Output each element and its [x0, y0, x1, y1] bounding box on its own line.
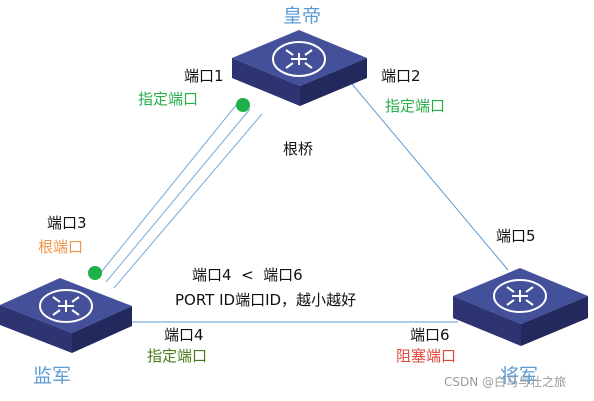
general-name: 监军	[33, 365, 72, 387]
port-compare: 端口4 < 端口6	[192, 266, 303, 284]
port3-label: 端口3	[47, 214, 87, 232]
port2-label: 端口2	[381, 67, 421, 85]
port1-role: 指定端口	[138, 90, 199, 108]
switch-commander-icon	[453, 268, 588, 346]
switch-general-icon	[0, 278, 132, 353]
port-id-rule: PORT ID端口ID，越小越好	[175, 291, 357, 309]
port6-role: 阻塞端口	[396, 347, 457, 365]
port3-role: 根端口	[38, 238, 84, 256]
watermark: CSDN @白马与壮之旅	[444, 375, 567, 389]
link-emperor-general	[97, 103, 263, 289]
port1-label: 端口1	[184, 67, 224, 85]
port4-label: 端口4	[164, 326, 204, 344]
port4-role: 指定端口	[147, 347, 208, 365]
commander-name: 将军	[500, 365, 539, 387]
link-emperor-commander	[351, 83, 509, 271]
port2-role: 指定端口	[385, 97, 446, 115]
emperor-name: 皇帝	[283, 5, 322, 27]
port3-status-dot	[88, 266, 102, 280]
port5-label: 端口5	[496, 227, 536, 245]
port1-status-dot	[236, 98, 250, 112]
root-bridge-label: 根桥	[283, 140, 314, 158]
switch-emperor-icon	[232, 30, 367, 106]
port6-label: 端口6	[410, 326, 450, 344]
